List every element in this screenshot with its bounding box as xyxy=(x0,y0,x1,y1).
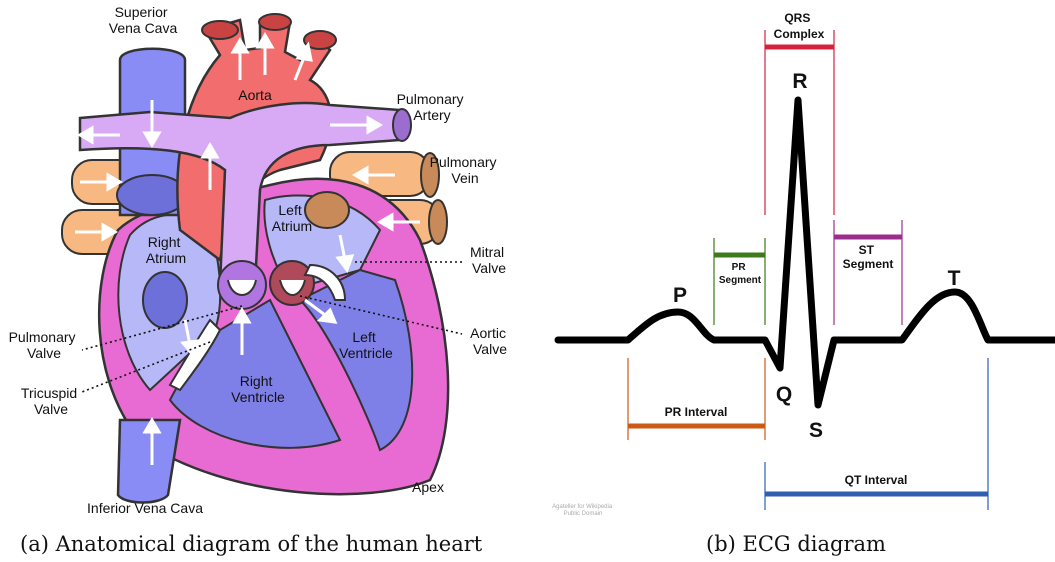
right-atrium-label: Right Atrium xyxy=(146,234,186,266)
caption-ecg: (b) ECG diagram xyxy=(706,532,886,556)
pr-interval-label: PR Interval xyxy=(665,405,728,419)
aortic-valve-shape xyxy=(270,261,314,305)
apex-label: Apex xyxy=(412,479,444,495)
ecg-diagram: P Q R S T QRS Complex PR Segment ST Segm… xyxy=(540,0,1055,520)
q-wave-label: Q xyxy=(776,383,792,406)
pulmonary-valve-label: Pulmonary Valve xyxy=(9,329,80,361)
st-segment-label: ST Segment xyxy=(843,243,894,271)
superior-vena-cava-label: Superior Vena Cava xyxy=(109,4,178,36)
qt-interval-label: QT Interval xyxy=(845,473,908,487)
heart-diagram: Superior Vena Cava Aorta Pulmonary Arter… xyxy=(0,0,520,520)
mitral-valve-label: Mitral Valve xyxy=(470,244,508,276)
p-wave-label: P xyxy=(673,284,687,307)
pulmonary-valve-shape xyxy=(218,261,266,309)
r-wave-label: R xyxy=(792,70,807,93)
pulmonary-vein-label: Pulmonary Vein xyxy=(430,154,501,186)
ecg-trace xyxy=(558,100,1055,405)
aorta-label: Aorta xyxy=(238,87,272,103)
inferior-vena-cava-label: Inferior Vena Cava xyxy=(87,500,203,516)
caption-heart: (a) Anatomical diagram of the human hear… xyxy=(20,532,482,556)
qrs-complex-label: QRS Complex xyxy=(774,11,825,41)
aortic-valve-label: Aortic Valve xyxy=(470,325,510,357)
pr-segment-label: PR Segment xyxy=(719,262,762,286)
s-wave-label: S xyxy=(809,419,823,442)
t-wave-label: T xyxy=(948,267,961,290)
tricuspid-valve-label: Tricuspid Valve xyxy=(21,385,81,417)
credit-text: Agateller for Wikipedia Public Domain xyxy=(552,504,614,517)
